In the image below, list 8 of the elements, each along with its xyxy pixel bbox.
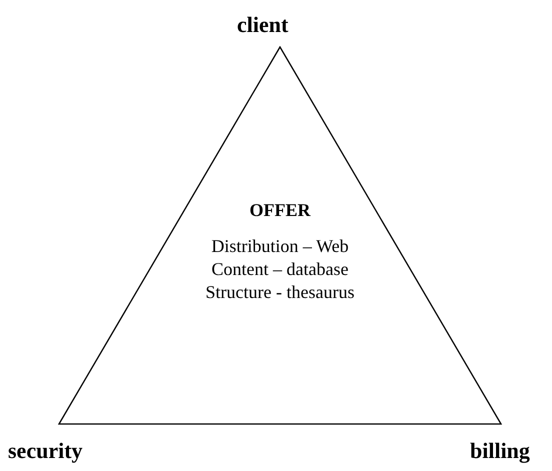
triangle-shape bbox=[58, 46, 502, 426]
corner-label: client bbox=[237, 12, 288, 38]
corner-label: billing bbox=[470, 438, 530, 464]
offer-line: Structure - thesaurus bbox=[206, 282, 354, 303]
heading: OFFER bbox=[250, 200, 310, 221]
offer-line: Distribution – Web bbox=[211, 236, 349, 257]
corner-label: security bbox=[8, 438, 83, 464]
offer-line: Content – database bbox=[212, 259, 348, 280]
